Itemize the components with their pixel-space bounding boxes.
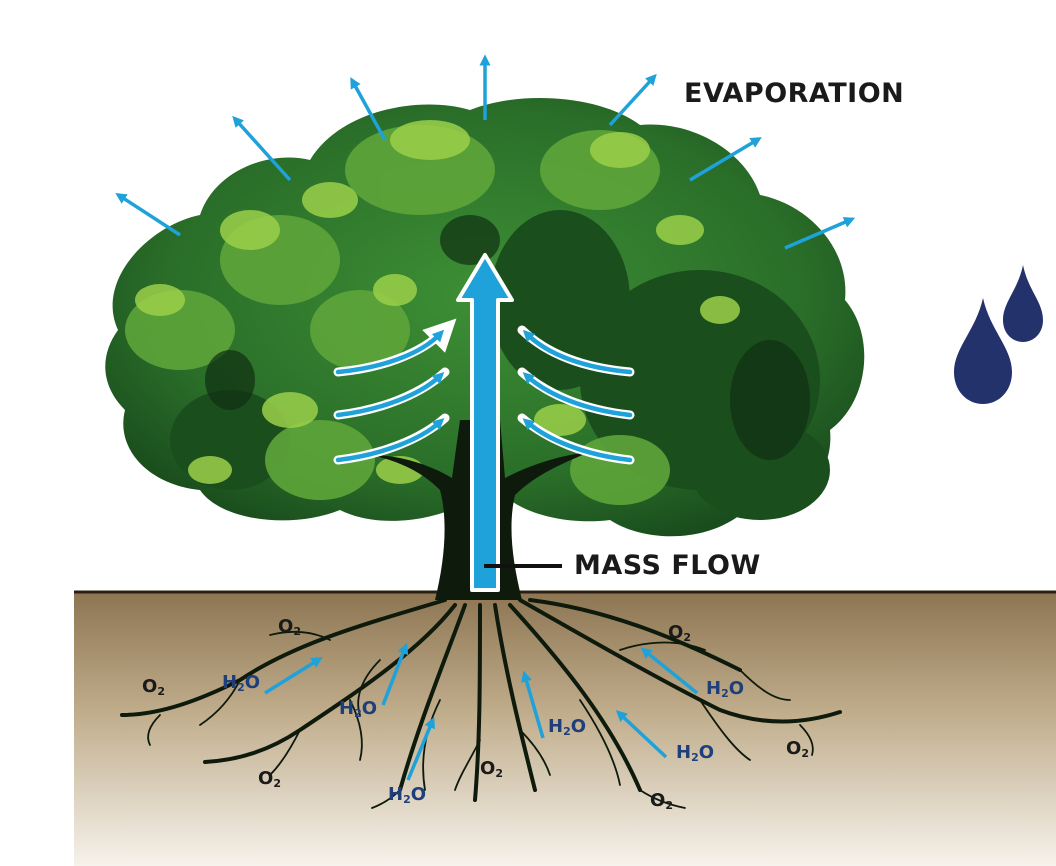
o2-label: O2	[258, 768, 281, 790]
tree-roots	[120, 598, 842, 809]
evaporation-arrows	[115, 54, 856, 250]
h2o-label: H2O	[548, 716, 587, 738]
h2o-label: H2O	[706, 678, 745, 700]
evaporation-label: EVAPORATION	[684, 78, 905, 109]
mass-flow-label: MASS FLOW	[574, 550, 761, 581]
o2-label: O2	[650, 790, 673, 812]
h2o-label: H2O	[388, 784, 427, 806]
o2-label: O2	[142, 676, 165, 698]
h2o-label: H2O	[676, 742, 715, 764]
mass-flow-arrow-icon	[456, 253, 514, 592]
o2-label: O2	[668, 622, 691, 644]
inward-flow-arrows	[333, 318, 635, 465]
o2-label: O2	[480, 758, 503, 780]
soil	[74, 592, 1056, 866]
o2-label: O2	[786, 738, 809, 760]
h2o-label: H2O	[222, 672, 261, 694]
raindrop-icon	[954, 265, 1043, 404]
water-uptake-arrows	[264, 642, 699, 781]
o2-label: O2	[278, 616, 301, 638]
h2o-label: H2O	[339, 698, 378, 720]
